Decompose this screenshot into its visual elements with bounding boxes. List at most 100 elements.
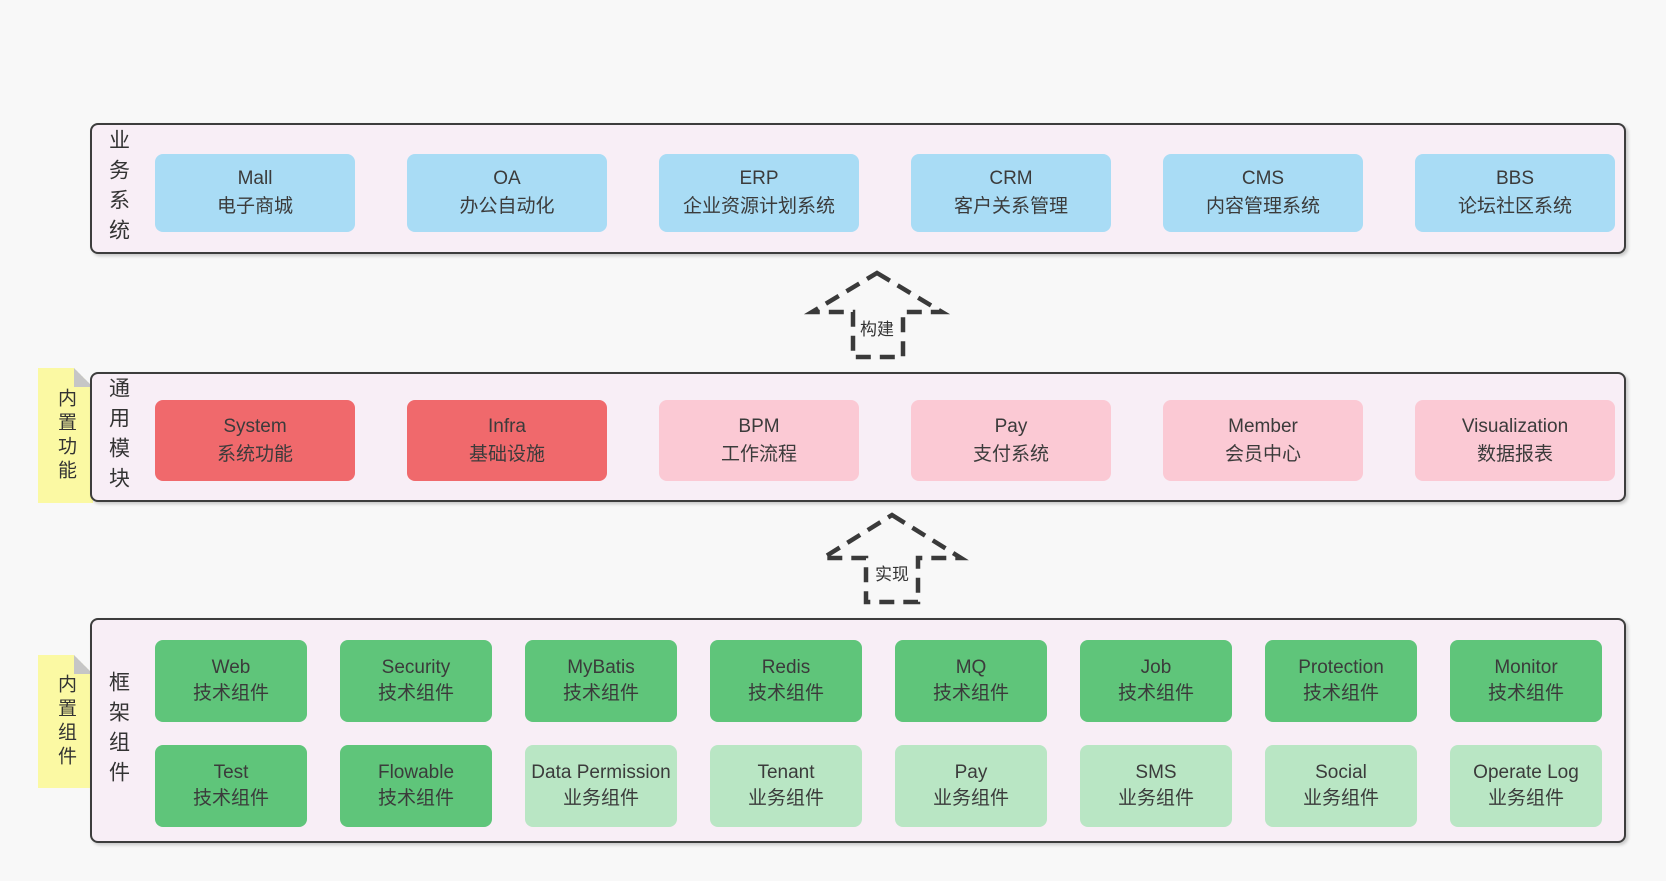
box-erp: ERP 企业资源计划系统 [659, 154, 859, 232]
box-title: Tenant [757, 762, 815, 784]
box-sms: SMS 业务组件 [1080, 745, 1232, 827]
box-subtitle: 业务组件 [1117, 788, 1194, 809]
box-title: Web [211, 657, 251, 679]
box-oa: OA 办公自动化 [407, 154, 607, 232]
box-protection: Protection 技术组件 [1265, 640, 1417, 722]
box-monitor: Monitor 技术组件 [1450, 640, 1602, 722]
box-crm: CRM 客户关系管理 [911, 154, 1111, 232]
box-title: Security [381, 657, 451, 679]
box-job: Job 技术组件 [1080, 640, 1232, 722]
box-subtitle: 业务组件 [1487, 788, 1564, 809]
box-title: Test [213, 762, 249, 784]
box-subtitle: 技术组件 [192, 788, 269, 809]
box-title: BBS [1495, 168, 1535, 190]
box-subtitle: 工作流程 [720, 443, 797, 465]
box-subtitle: 技术组件 [377, 788, 454, 809]
box-title: System [223, 415, 287, 437]
box-title: Protection [1298, 657, 1384, 679]
box-title: OA [493, 168, 521, 190]
box-mybatis: MyBatis 技术组件 [525, 640, 677, 722]
box-flowable: Flowable 技术组件 [340, 745, 492, 827]
box-title: Infra [487, 415, 527, 437]
box-title: Mall [237, 168, 273, 190]
box-subtitle: 技术组件 [747, 683, 824, 704]
arrow-label-implement: 实现 [872, 560, 912, 585]
band-label: 框架组件 [102, 620, 134, 841]
box-data-permission: Data Permission 业务组件 [525, 745, 677, 827]
box-title: MQ [955, 657, 987, 679]
box-subtitle: 内容管理系统 [1205, 196, 1320, 217]
box-mq: MQ 技术组件 [895, 640, 1047, 722]
sticky-note-builtin-features: 内置功能 [38, 368, 93, 503]
box-operate-log: Operate Log 业务组件 [1450, 745, 1602, 827]
box-social: Social 业务组件 [1265, 745, 1417, 827]
box-subtitle: 技术组件 [1117, 683, 1194, 704]
band-label: 业务系统 [102, 125, 134, 252]
box-security: Security 技术组件 [340, 640, 492, 722]
box-subtitle: 技术组件 [1302, 683, 1379, 704]
box-web: Web 技术组件 [155, 640, 307, 722]
box-infra: Infra 基础设施 [407, 400, 607, 481]
box-subtitle: 业务组件 [562, 788, 639, 809]
box-mall: Mall 电子商城 [155, 154, 355, 232]
band-label-text: 通用模块 [106, 377, 130, 497]
box-subtitle: 电子商城 [216, 196, 293, 217]
box-subtitle: 基础设施 [468, 443, 545, 465]
box-title: Operate Log [1473, 762, 1579, 784]
box-system: System 系统功能 [155, 400, 355, 481]
box-subtitle: 技术组件 [192, 683, 269, 704]
box-title: MyBatis [567, 657, 635, 679]
box-title: CRM [989, 168, 1033, 190]
band-label: 通用模块 [102, 374, 134, 500]
sticky-note-builtin-components: 内置组件 [38, 655, 93, 788]
box-title: Data Permission [531, 762, 671, 784]
box-subtitle: 办公自动化 [459, 196, 555, 217]
box-cms: CMS 内容管理系统 [1163, 154, 1363, 232]
box-subtitle: 技术组件 [1487, 683, 1564, 704]
sticky-note-label: 内置组件 [55, 673, 76, 770]
box-pay: Pay 业务组件 [895, 745, 1047, 827]
box-subtitle: 企业资源计划系统 [682, 196, 835, 217]
box-title: Pay [954, 762, 988, 784]
box-subtitle: 业务组件 [747, 788, 824, 809]
box-pay: Pay 支付系统 [911, 400, 1111, 481]
dashed-up-arrow-build [803, 270, 951, 360]
box-redis: Redis 技术组件 [710, 640, 862, 722]
band-label-text: 框架组件 [106, 670, 130, 791]
box-title: SMS [1135, 762, 1177, 784]
box-subtitle: 论坛社区系统 [1457, 196, 1572, 217]
box-title: Monitor [1494, 657, 1558, 679]
box-title: CMS [1241, 168, 1285, 190]
band-business-systems: 业务系统 Mall 电子商城 OA 办公自动化 ERP 企业资源计划系统 CRM 客户关系管理… [90, 123, 1626, 254]
box-title: Flowable [377, 762, 455, 784]
box-title: ERP [739, 168, 779, 190]
sticky-note-label: 内置功能 [55, 387, 76, 484]
box-member: Member 会员中心 [1163, 400, 1363, 481]
box-subtitle: 会员中心 [1224, 443, 1301, 465]
box-subtitle: 业务组件 [1302, 788, 1379, 809]
box-subtitle: 技术组件 [932, 683, 1009, 704]
box-subtitle: 技术组件 [562, 683, 639, 704]
box-row: Mall 电子商城 OA 办公自动化 ERP 企业资源计划系统 CRM 客户关系管理 CMS 内容… [155, 154, 1615, 232]
box-subtitle: 支付系统 [972, 443, 1049, 465]
box-title: Job [1140, 657, 1172, 679]
box-subtitle: 业务组件 [932, 788, 1009, 809]
arrow-label-build: 构建 [857, 315, 897, 340]
box-title: Social [1315, 762, 1367, 784]
box-subtitle: 技术组件 [377, 683, 454, 704]
box-title: Visualization [1461, 415, 1569, 437]
box-test: Test 技术组件 [155, 745, 307, 827]
box-tenant: Tenant 业务组件 [710, 745, 862, 827]
band-label-text: 业务系统 [106, 128, 130, 249]
box-title: Redis [761, 657, 811, 679]
box-title: Pay [994, 415, 1028, 437]
box-subtitle: 系统功能 [216, 443, 293, 465]
box-subtitle: 客户关系管理 [953, 196, 1068, 217]
box-title: Member [1228, 415, 1298, 437]
